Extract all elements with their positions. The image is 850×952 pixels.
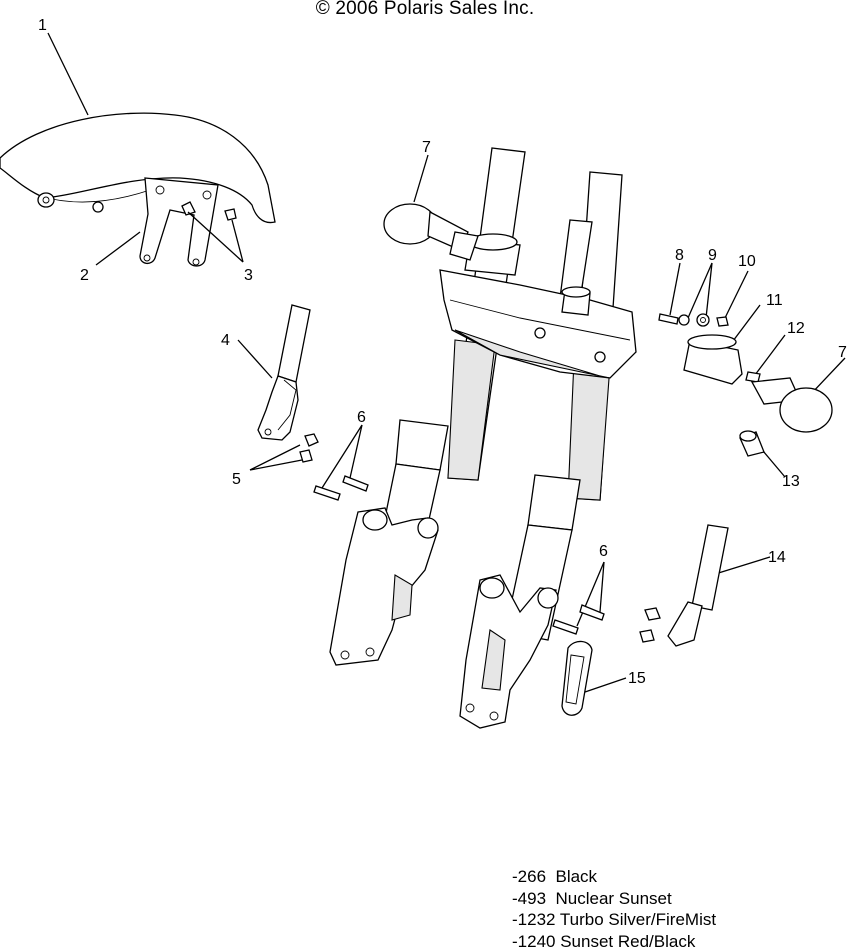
callout-6b: 6 [599, 543, 608, 560]
color-code: -266 [512, 866, 546, 888]
color-code-row: -493 Nuclear Sunset [512, 888, 716, 910]
callout-4: 4 [221, 332, 230, 349]
callout-14: 14 [768, 549, 786, 566]
callout-2: 2 [80, 267, 89, 284]
callout-11: 11 [766, 292, 783, 309]
color-name: Turbo Silver/FireMist [560, 910, 716, 929]
color-code-list: -266 Black -493 Nuclear Sunset -1232 Tur… [512, 866, 716, 952]
callout-5: 5 [232, 471, 241, 488]
fender-bracket [140, 178, 218, 266]
color-code-row: -266 Black [512, 866, 716, 888]
callout-13: 13 [782, 473, 800, 490]
callout-12: 12 [787, 320, 805, 337]
right-reflector-bracket [640, 525, 728, 646]
color-name: Nuclear Sunset [555, 889, 671, 908]
turn-signal-bulb [740, 431, 764, 456]
color-code-row: -1232 Turbo Silver/FireMist [512, 909, 716, 931]
bracket-nuts [300, 434, 318, 462]
axle-bolts-right [553, 605, 604, 634]
callout-7b: 7 [838, 344, 847, 361]
color-code: -493 [512, 888, 546, 910]
turn-signal-left [384, 204, 478, 260]
color-code: -1232 [512, 909, 555, 931]
callout-3: 3 [244, 267, 253, 284]
callout-10: 10 [738, 253, 756, 270]
left-reflector-bracket [258, 305, 310, 440]
reflector [562, 641, 592, 715]
axle-bolts-left [314, 476, 368, 500]
callout-15: 15 [628, 670, 646, 687]
callout-8: 8 [675, 247, 684, 264]
callout-6: 6 [357, 409, 366, 426]
color-name: Black [555, 867, 597, 886]
color-name: Sunset Red/Black [560, 932, 695, 951]
callout-9: 9 [708, 247, 717, 264]
front-fender [0, 113, 275, 222]
callout-7: 7 [422, 139, 431, 156]
callout-1: 1 [38, 17, 47, 34]
turn-signal-right [752, 378, 832, 432]
front-fork-assembly [330, 148, 636, 728]
